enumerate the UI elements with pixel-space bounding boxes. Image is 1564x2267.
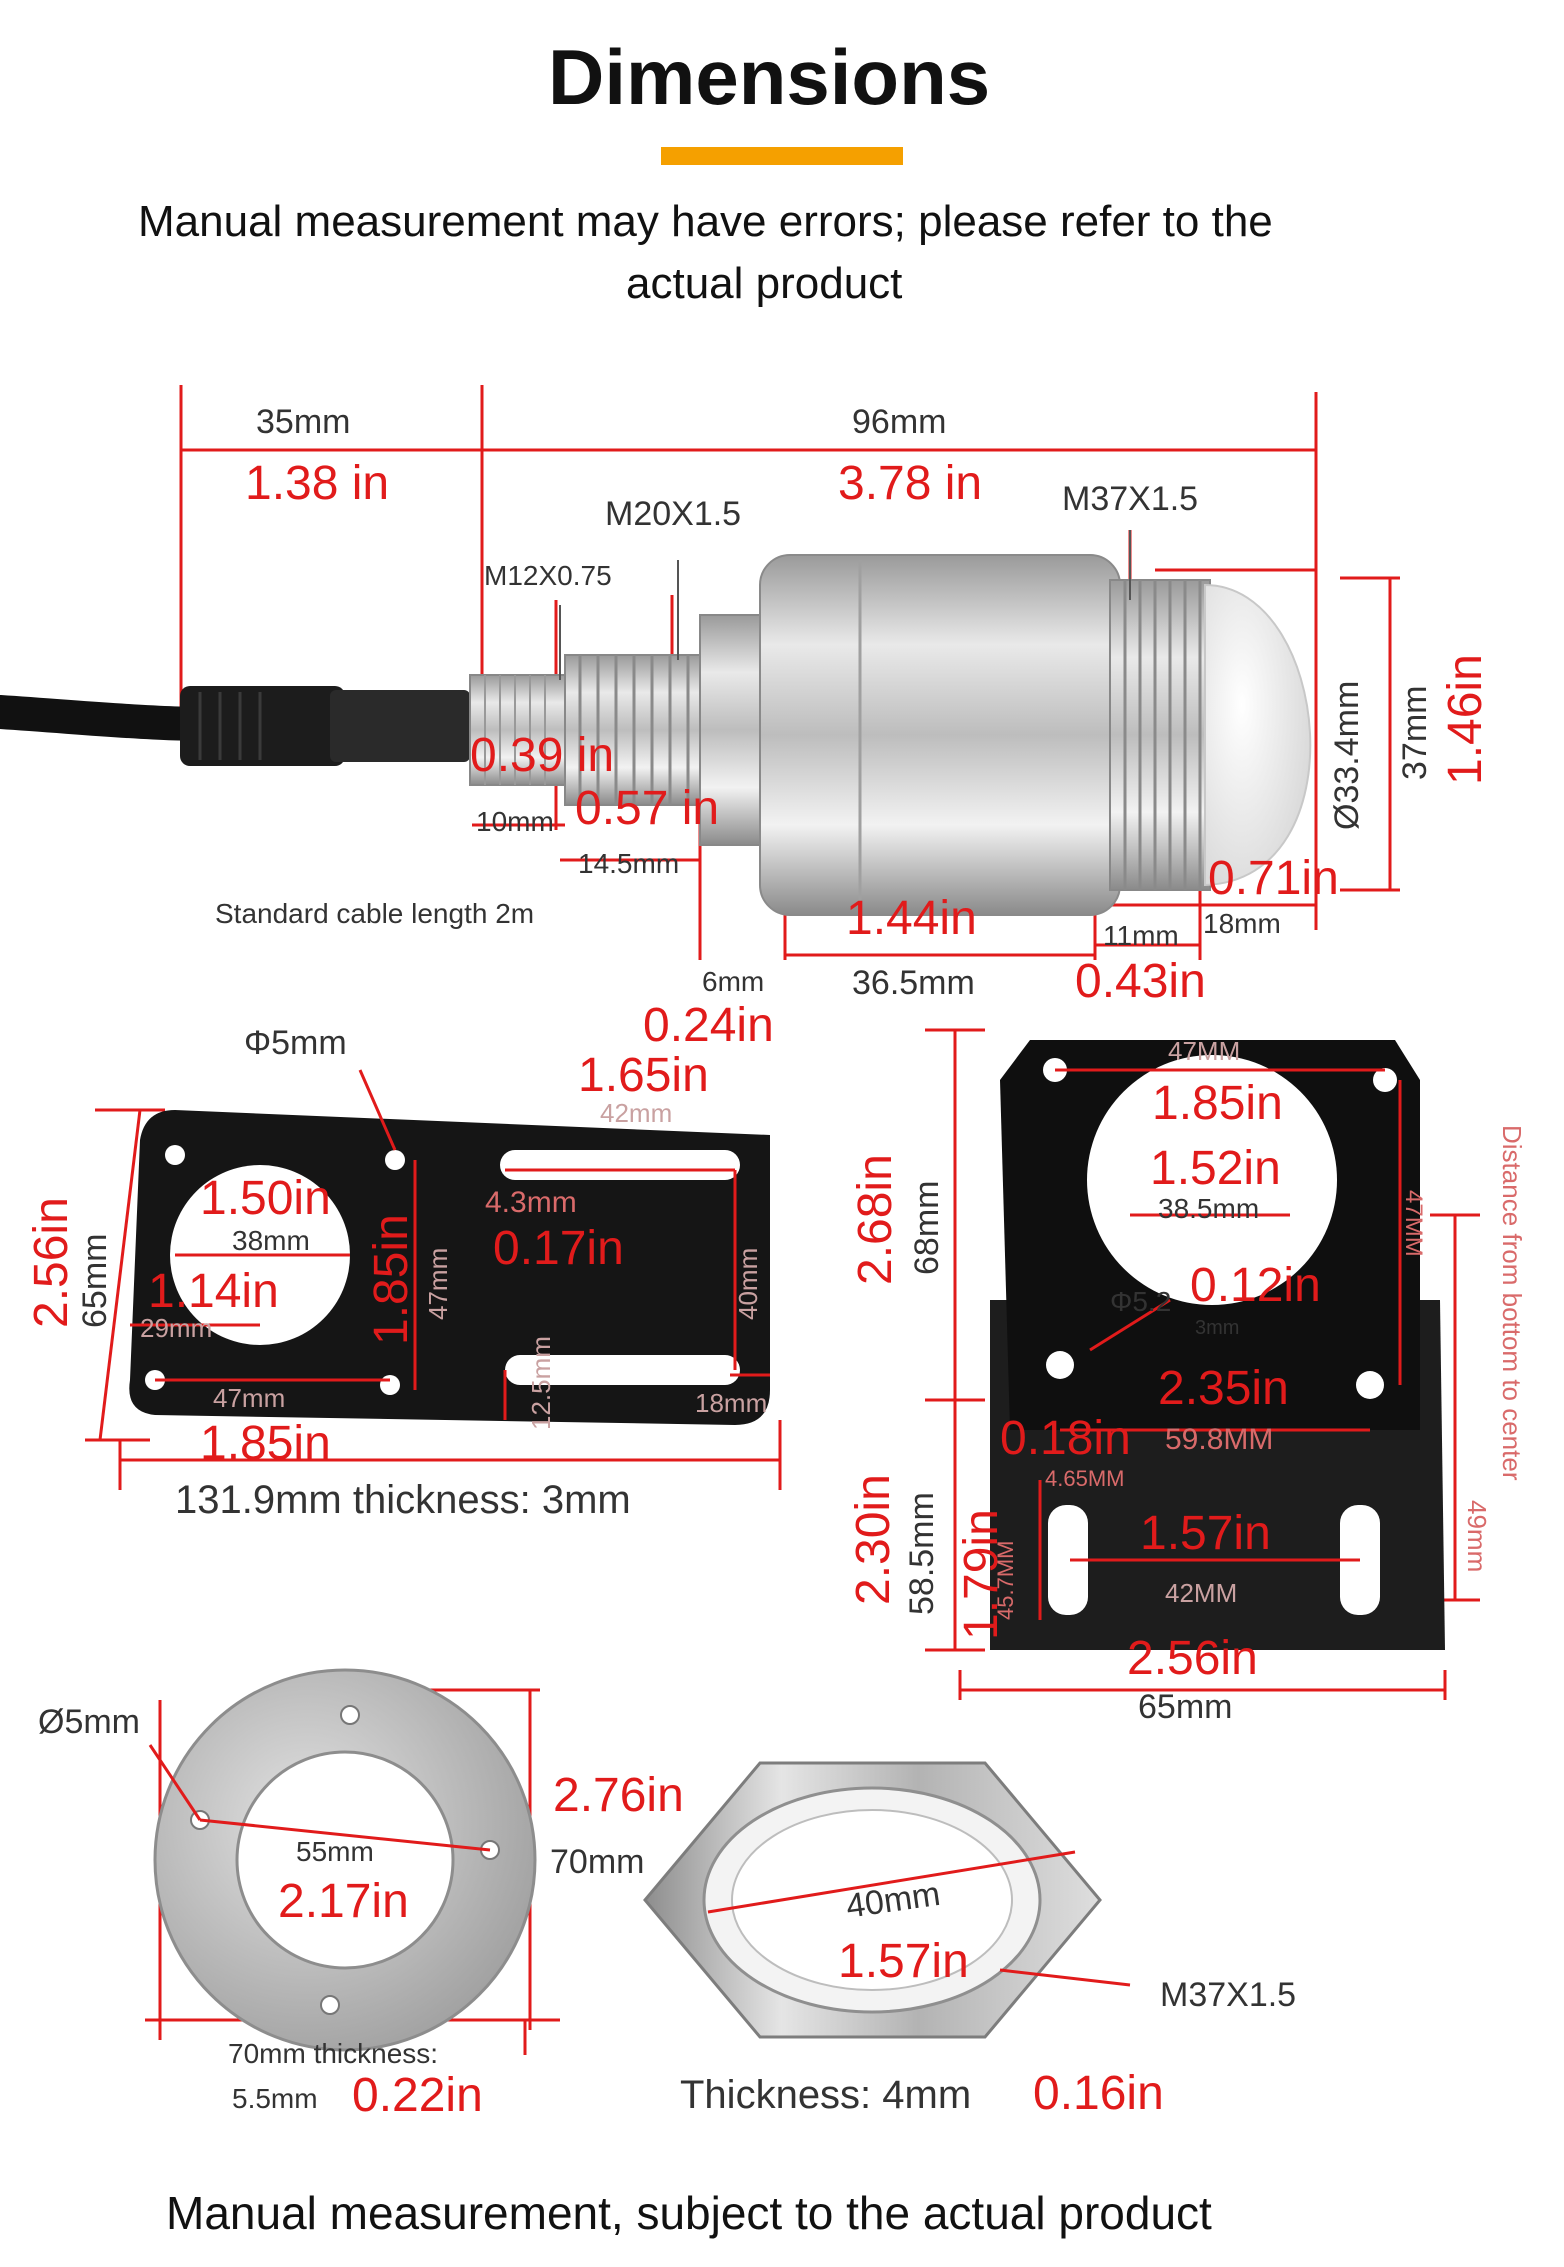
label-10mm-in: 0.39 in [470,729,615,782]
label-flange-55mm-in: 2.17in [278,1875,409,1928]
label-l-68mm-in: 2.68in [849,1154,902,1285]
label-l-side-47mm: 47MM [1400,1190,1427,1257]
label-flat-bracket-bottom: 131.9mm thickness: 3mm [175,1478,631,1522]
label-38mm: 38mm [232,1225,310,1256]
label-l-58-5mm: 58.5mm [903,1492,941,1615]
label-l-65mm: 65mm [1138,1688,1233,1726]
label-phi5mm: Φ5mm [244,1024,347,1062]
flange-drawing [145,1668,560,2055]
label-18mm: 18mm [1203,908,1281,939]
label-nut-thread: M37X1.5 [1160,1976,1297,2014]
label-flange-bottom-2-in: 0.22in [352,2069,483,2122]
label-36-5mm: 36.5mm [852,964,975,1002]
label-flange-bottom-1: 70mm thickness: [228,2038,439,2069]
title-accent-bar [661,147,903,165]
label-65mm-in: 2.56in [25,1197,78,1328]
label-nut-40mm-in: 1.57in [838,1935,969,1988]
label-37mm-in: 1.46in [1439,654,1492,785]
label-37mm: 37mm [1396,685,1434,780]
label-36-5mm-in: 1.44in [846,892,977,945]
label-14-5mm: 14.5mm [578,848,680,879]
label-l-58-5mm-in: 2.30in [847,1474,900,1605]
l-bracket-drawing [925,1028,1480,1700]
label-35mm-in: 1.38 in [245,457,390,510]
label-m20: M20X1.5 [605,495,742,533]
hex-nut-drawing [643,1761,1131,2039]
label-40mm: 40mm [733,1247,763,1320]
sensor-drawing [0,385,1400,960]
label-flange-70mm: 70mm [550,1843,645,1881]
label-4-3mm: 4.3mm [485,1186,577,1219]
label-l-3mm: 3mm [1195,1317,1240,1339]
label-96mm: 96mm [852,403,947,441]
footer-note: Manual measurement, subject to the actua… [166,2187,1212,2239]
subtitle-line-1: Manual measurement may have errors; plea… [138,197,1273,246]
label-35mm: 35mm [256,403,351,441]
label-18mm-slot: 18mm [695,1388,768,1418]
label-29mm-in: 1.14in [148,1265,279,1318]
label-l-42mm-in: 1.57in [1140,1507,1271,1560]
label-m12: M12X0.75 [484,560,612,591]
label-l-phi5-2: Φ5.2 [1110,1286,1172,1317]
label-l-59-8mm-in: 2.35in [1158,1362,1289,1415]
label-38mm-in: 1.50in [200,1172,331,1225]
label-6mm: 6mm [702,966,765,997]
label-flange-bottom-2: 5.5mm [232,2083,318,2114]
label-47mm-vert: 47mm [423,1247,453,1320]
label-l-47mm: 47MM [1168,1036,1241,1066]
label-6mm-in: 0.24in [643,999,774,1052]
label-11mm: 11mm [1103,920,1179,951]
flat-bracket-drawing [85,1069,782,1490]
label-l-4-65mm: 4.65MM [1045,1466,1125,1491]
subtitle-line-2: actual product [626,259,903,308]
label-l-side-note: Distance from bottom to center [1497,1125,1527,1481]
label-flange-70mm-in: 2.76in [553,1769,684,1822]
page-title: Dimensions [548,33,991,121]
label-l-65mm-in: 2.56in [1127,1632,1258,1685]
label-cable-length: Standard cable length 2m [215,898,535,929]
label-47mm-horz: 47mm [213,1383,286,1413]
label-42mm: 42mm [600,1098,673,1128]
label-l-68mm: 68mm [908,1180,946,1275]
label-18mm-in: 0.71in [1208,852,1339,905]
label-flange-55mm: 55mm [296,1836,374,1867]
label-47mm-horz-in: 1.85in [200,1417,331,1470]
label-m37: M37X1.5 [1062,480,1199,518]
label-l-45-7mm: 45.7MM [993,1540,1018,1620]
label-dia-33-4mm: Ø33.4mm [1328,680,1366,830]
label-l-3mm-in: 0.12in [1190,1259,1321,1312]
label-l-38-5mm: 38.5mm [1158,1193,1260,1224]
label-nut-thickness-in: 0.16in [1033,2067,1164,2120]
label-29mm: 29mm [140,1313,213,1343]
label-42mm-in: 1.65in [578,1049,709,1102]
label-65mm: 65mm [76,1233,114,1328]
label-l-59-8mm: 59.8MM [1165,1423,1274,1456]
label-nut-thickness: Thickness: 4mm [680,2073,972,2117]
label-12-5mm: 12.5mm [526,1336,556,1430]
label-l-49mm: 49mm [1462,1500,1492,1573]
label-l-47mm-in: 1.85in [1152,1077,1283,1130]
label-47mm-in: 1.85in [365,1214,418,1345]
label-l-42mm: 42MM [1165,1578,1238,1608]
label-11mm-in: 0.43in [1075,955,1206,1008]
label-10mm: 10mm [476,806,554,837]
label-96mm-in: 3.78 in [838,457,983,510]
label-l-4-65mm-in: 0.18in [1000,1412,1131,1465]
label-l-38-5mm-in: 1.52in [1150,1142,1281,1195]
label-flange-phi5mm: Ø5mm [38,1703,140,1741]
label-4-3mm-in: 0.17in [493,1222,624,1275]
label-14-5mm-in: 0.57 in [575,782,720,835]
